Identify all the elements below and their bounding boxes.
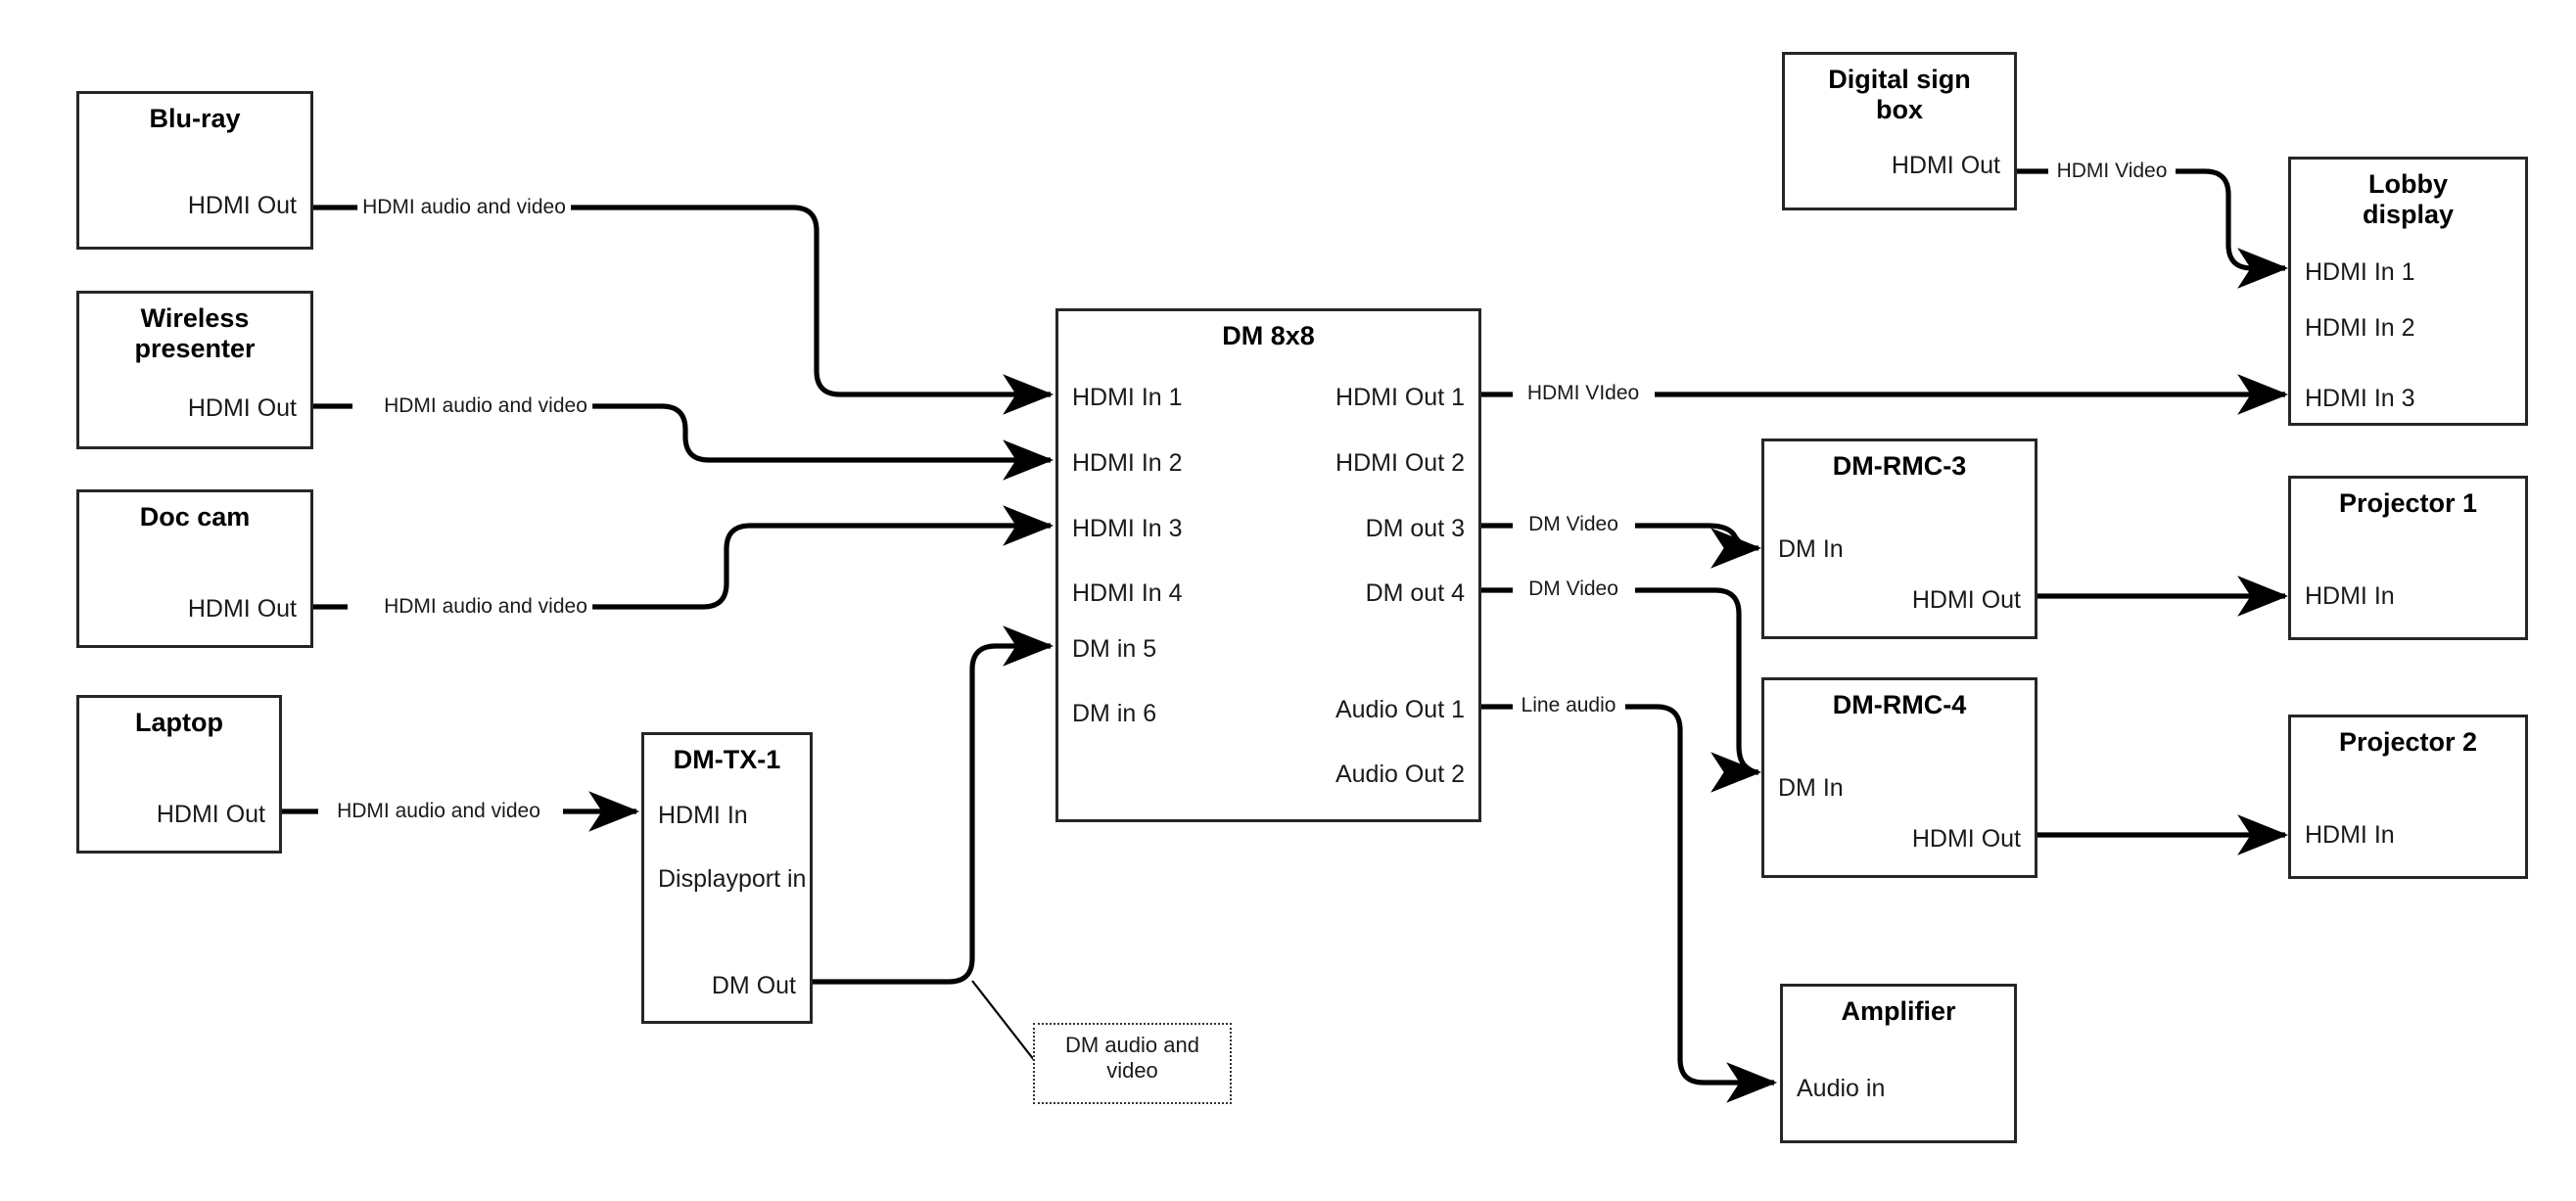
node-dm-8x8-title: DM 8x8 xyxy=(1222,321,1315,350)
node-projector-1-port-hdmi-in[interactable]: HDMI In xyxy=(2305,582,2395,610)
node-wireless-title-line1: Wireless xyxy=(140,303,250,333)
node-dm-tx-1-port-displayport-in[interactable]: Displayport in xyxy=(658,865,807,893)
wire-dm-out-3-to-rmc3 xyxy=(1481,526,1758,548)
node-projector-1-title: Projector 1 xyxy=(2338,488,2478,518)
node-dm-8x8-port-audio-out-1[interactable]: Audio Out 1 xyxy=(1335,696,1465,723)
node-amplifier-port-audio-in[interactable]: Audio in xyxy=(1797,1075,1886,1102)
node-lobby-display[interactable]: Lobby display HDMI In 1 HDMI In 2 HDMI I… xyxy=(2288,157,2528,426)
node-dm-rmc-4-port-hdmi-out[interactable]: HDMI Out xyxy=(1911,825,2021,853)
node-digital-sign-title-line2: box xyxy=(1875,94,1923,124)
wire-label-dm-video-4: DM Video xyxy=(1523,577,1623,601)
node-dm-rmc-4[interactable]: DM-RMC-4 DM In HDMI Out xyxy=(1761,677,2037,878)
node-digital-sign-box-title: Digital sign box xyxy=(1785,55,2014,125)
node-dm-8x8[interactable]: DM 8x8 HDMI In 1 HDMI In 2 HDMI In 3 HDM… xyxy=(1055,308,1481,822)
callout-line-2: video xyxy=(1106,1058,1158,1084)
node-lobby-port-hdmi-in-1[interactable]: HDMI In 1 xyxy=(2305,258,2415,286)
node-projector-2[interactable]: Projector 2 HDMI In xyxy=(2288,715,2528,879)
node-dm-tx-1-port-dm-out[interactable]: DM Out xyxy=(711,972,796,999)
node-bluray[interactable]: Blu-ray HDMI Out xyxy=(76,91,313,250)
node-bluray-port-hdmi-out[interactable]: HDMI Out xyxy=(187,192,297,219)
wire-audio-out-1-to-amplifier xyxy=(1481,704,1774,1083)
node-dm-8x8-port-dm-out-3[interactable]: DM out 3 xyxy=(1365,515,1465,542)
node-digital-sign-port-hdmi-out[interactable]: HDMI Out xyxy=(1891,152,2000,179)
node-lobby-title-line1: Lobby xyxy=(2368,169,2448,199)
node-dm-rmc-3[interactable]: DM-RMC-3 DM In HDMI Out xyxy=(1761,439,2037,639)
node-dm-8x8-port-hdmi-in-3[interactable]: HDMI In 3 xyxy=(1072,515,1183,542)
callout-leader-line xyxy=(971,980,1039,1066)
wire-label-wireless: HDMI audio and video xyxy=(379,394,592,418)
node-dm-rmc-4-title: DM-RMC-4 xyxy=(1832,690,1967,719)
node-doc-cam-title: Doc cam xyxy=(139,502,251,531)
node-laptop-title: Laptop xyxy=(135,708,223,737)
node-digital-sign-box[interactable]: Digital sign box HDMI Out xyxy=(1782,52,2017,210)
node-laptop[interactable]: Laptop HDMI Out xyxy=(76,695,282,854)
wire-dm-out-4-to-rmc4 xyxy=(1481,587,1758,772)
node-dm-rmc-3-title: DM-RMC-3 xyxy=(1832,451,1967,481)
node-wireless-title-line2: presenter xyxy=(134,333,256,363)
node-projector-2-port-hdmi-in[interactable]: HDMI In xyxy=(2305,821,2395,849)
wire-label-dm-video-3: DM Video xyxy=(1523,513,1623,536)
node-wireless-presenter-title: Wireless presenter xyxy=(79,294,310,364)
node-dm-rmc-3-port-hdmi-out[interactable]: HDMI Out xyxy=(1911,586,2021,614)
node-doc-cam[interactable]: Doc cam HDMI Out xyxy=(76,489,313,648)
wire-label-laptop: HDMI audio and video xyxy=(332,800,545,823)
wire-label-bluray: HDMI audio and video xyxy=(357,196,571,219)
node-laptop-port-hdmi-out[interactable]: HDMI Out xyxy=(156,801,265,828)
node-lobby-title-line2: display xyxy=(2362,199,2455,229)
node-dm-8x8-port-hdmi-in-4[interactable]: HDMI In 4 xyxy=(1072,579,1183,607)
node-lobby-display-title: Lobby display xyxy=(2291,160,2525,230)
node-bluray-title: Blu-ray xyxy=(149,104,241,133)
wire-label-hdmi-video-out1: HDMI VIdeo xyxy=(1522,382,1645,405)
wire-doccam-to-hdmi-in-3 xyxy=(313,526,1051,610)
node-dm-8x8-port-audio-out-2[interactable]: Audio Out 2 xyxy=(1335,761,1465,788)
node-lobby-port-hdmi-in-3[interactable]: HDMI In 3 xyxy=(2305,385,2415,412)
node-dm-rmc-3-port-dm-in[interactable]: DM In xyxy=(1778,535,1844,563)
node-dm-rmc-4-port-dm-in[interactable]: DM In xyxy=(1778,774,1844,802)
wire-dmtx1-to-dm-in-5 xyxy=(813,625,1054,985)
node-amplifier[interactable]: Amplifier Audio in xyxy=(1780,984,2017,1143)
node-projector-1[interactable]: Projector 1 HDMI In xyxy=(2288,476,2528,640)
wire-label-hdmi-video-sign: HDMI Video xyxy=(2051,160,2173,183)
wire-wireless-to-hdmi-in-2 xyxy=(313,406,1051,460)
node-dm-8x8-port-dm-in-5[interactable]: DM in 5 xyxy=(1072,635,1157,663)
node-dm-8x8-port-hdmi-in-2[interactable]: HDMI In 2 xyxy=(1072,449,1183,477)
callout-dm-audio-and-video: DM audio and video xyxy=(1033,1023,1232,1104)
node-amplifier-title: Amplifier xyxy=(1841,996,1956,1026)
node-doc-cam-port-hdmi-out[interactable]: HDMI Out xyxy=(187,595,297,623)
wire-label-doccam: HDMI audio and video xyxy=(379,595,592,619)
node-dm-8x8-port-dm-in-6[interactable]: DM in 6 xyxy=(1072,700,1157,727)
node-digital-sign-title-line1: Digital sign xyxy=(1828,65,1971,94)
node-dm-8x8-port-hdmi-out-2[interactable]: HDMI Out 2 xyxy=(1335,449,1465,477)
node-wireless-port-hdmi-out[interactable]: HDMI Out xyxy=(187,394,297,422)
callout-line-1: DM audio and xyxy=(1065,1033,1199,1057)
wire-label-line-audio: Line audio xyxy=(1516,694,1621,717)
node-dm-tx-1-title: DM-TX-1 xyxy=(673,745,781,774)
node-wireless-presenter[interactable]: Wireless presenter HDMI Out xyxy=(76,291,313,449)
wire-digitalsign-to-lobby-in-1 xyxy=(2017,168,2285,268)
node-dm-tx-1[interactable]: DM-TX-1 HDMI In Displayport in DM Out xyxy=(641,732,813,1024)
node-projector-2-title: Projector 2 xyxy=(2338,727,2478,757)
node-dm-8x8-port-hdmi-out-1[interactable]: HDMI Out 1 xyxy=(1335,384,1465,411)
node-dm-tx-1-port-hdmi-in[interactable]: HDMI In xyxy=(658,802,748,829)
node-dm-8x8-port-dm-out-4[interactable]: DM out 4 xyxy=(1365,579,1465,607)
node-lobby-port-hdmi-in-2[interactable]: HDMI In 2 xyxy=(2305,314,2415,342)
wire-bluray-to-hdmi-in-1 xyxy=(313,205,1051,394)
node-dm-8x8-port-hdmi-in-1[interactable]: HDMI In 1 xyxy=(1072,384,1183,411)
